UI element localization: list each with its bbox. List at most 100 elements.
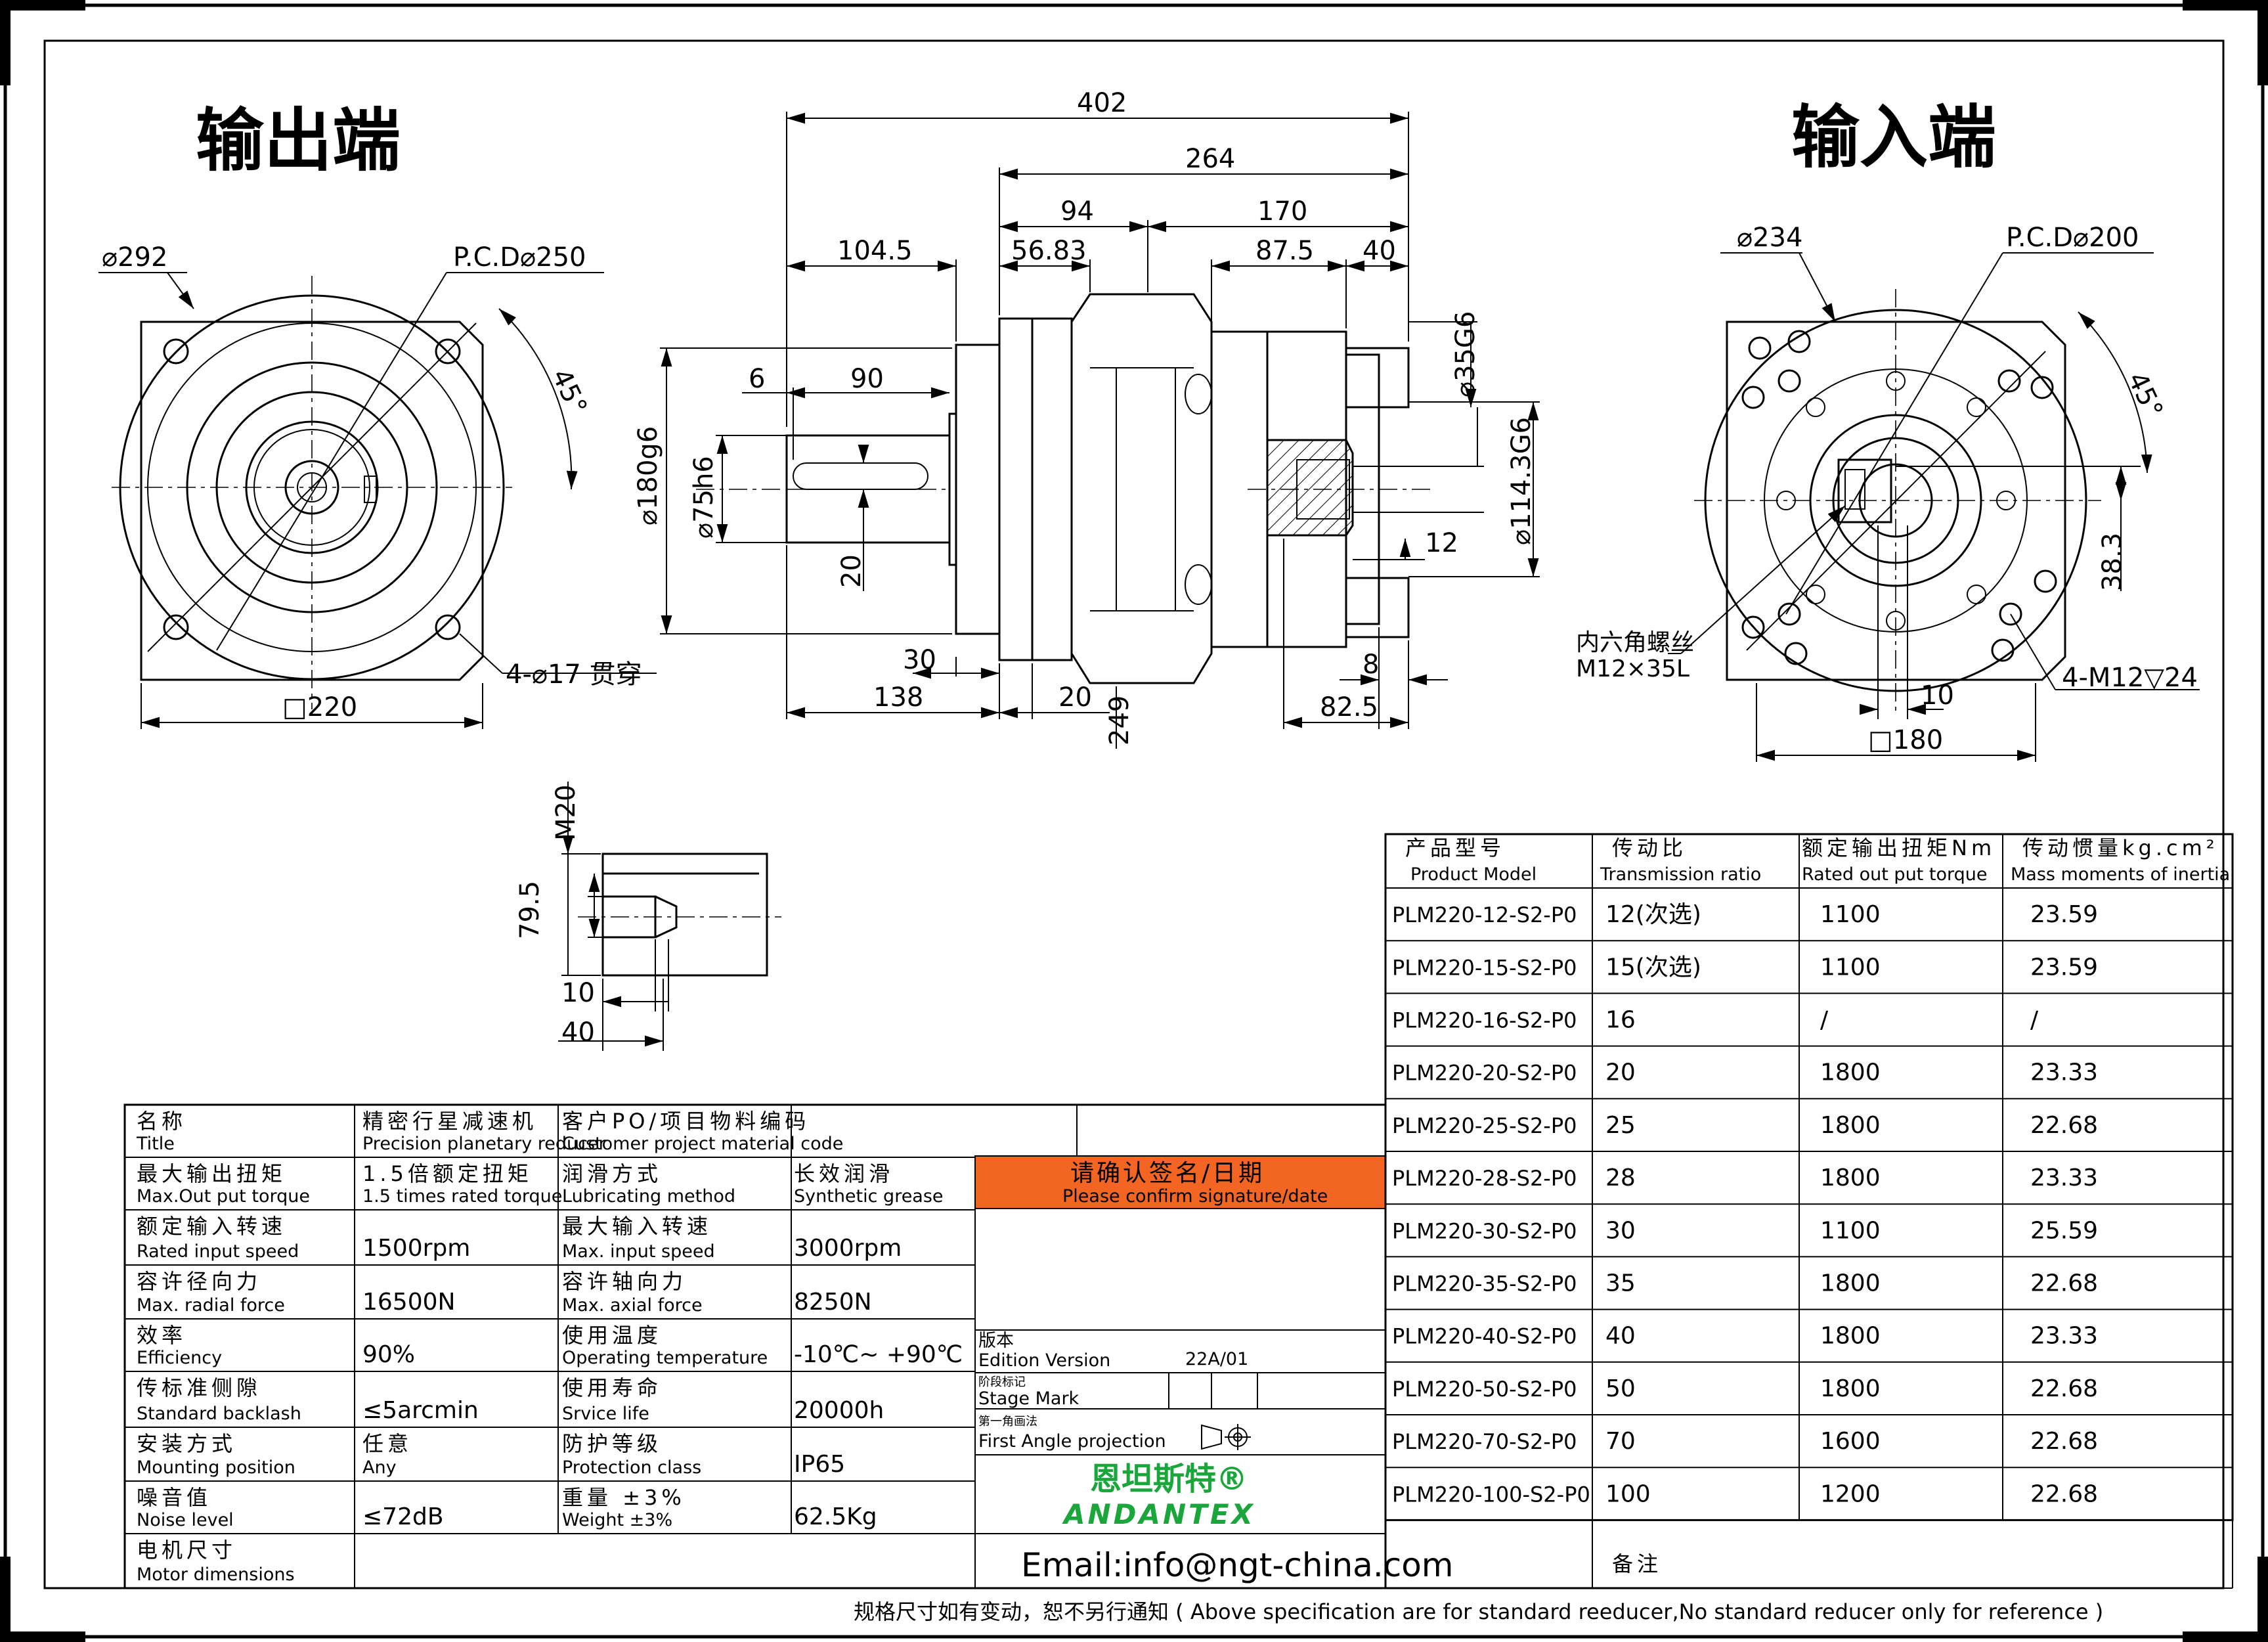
model-torque: 1800	[1820, 1112, 1881, 1139]
side-view: 402 264 94 170 104.5 56.83 87.5 40 90 6 …	[633, 88, 1540, 749]
spec-value2-en: Synthetic grease	[794, 1186, 944, 1207]
dim-90: 90	[850, 364, 884, 394]
model-name: PLM220-30-S2-P0	[1392, 1218, 1577, 1243]
model-inertia: 22.68	[2030, 1428, 2098, 1455]
dim-d180: ⌀180g6	[633, 426, 663, 525]
model-inertia: 23.59	[2030, 901, 2098, 928]
model-name: PLM220-20-S2-P0	[1392, 1061, 1577, 1086]
brand-en: ANDANTEX	[1062, 1498, 1255, 1530]
dim-170: 170	[1257, 196, 1307, 227]
model-torque: 1800	[1820, 1323, 1881, 1350]
detail-d79-5: 79.5	[515, 881, 545, 939]
output-end-view: ⌀292 P.C.D⌀250 45° 4-⌀17 贯穿 □220	[98, 242, 657, 729]
brand-cn: 恩坦斯特®	[1090, 1461, 1248, 1498]
model-ratio: 50	[1605, 1375, 1636, 1402]
model-name: PLM220-70-S2-P0	[1392, 1429, 1577, 1454]
model-torque: 1200	[1820, 1480, 1881, 1507]
model-header-cn: 传动比	[1612, 835, 1687, 860]
model-header-en: Mass moments of inertia	[2011, 864, 2230, 885]
dim-87-5: 87.5	[1255, 236, 1314, 266]
confirm-box	[974, 1155, 1386, 1209]
input-angle: 45°	[2122, 368, 2169, 423]
model-ratio: 20	[1605, 1059, 1636, 1086]
model-name: PLM220-15-S2-P0	[1392, 955, 1577, 980]
dim-56-83: 56.83	[1011, 236, 1087, 266]
spec-label-en: Motor dimensions	[137, 1564, 295, 1585]
spec-value-en: 1.5 times rated torque	[362, 1186, 562, 1207]
stage-cn: 阶段标记	[978, 1375, 1026, 1389]
dim-82-5: 82.5	[1320, 692, 1378, 722]
model-header-en: Product Model	[1410, 864, 1537, 885]
model-name: PLM220-35-S2-P0	[1392, 1272, 1577, 1297]
dim-6: 6	[749, 364, 765, 394]
model-name: PLM220-100-S2-P0	[1392, 1482, 1590, 1507]
model-inertia: 22.68	[2030, 1112, 2098, 1139]
dim-104-5: 104.5	[837, 236, 913, 266]
dim-264: 264	[1185, 144, 1235, 174]
spec-label-en: Max.Out put torque	[137, 1186, 310, 1207]
model-inertia: 22.68	[2030, 1270, 2098, 1297]
model-torque: 1100	[1820, 1217, 1881, 1244]
model-inertia: 22.68	[2030, 1375, 2098, 1402]
model-ratio: 25	[1605, 1112, 1636, 1139]
spec-label-en: Standard backlash	[137, 1404, 301, 1424]
model-inertia: 23.33	[2030, 1323, 2098, 1350]
spec-value-cn: 任意	[362, 1431, 412, 1456]
dim-138: 138	[873, 682, 923, 713]
model-ratio: 15(次选)	[1605, 954, 1701, 981]
footer-note: 规格尺寸如有变动，恕不另行通知 ( Above specification ar…	[854, 1599, 2103, 1624]
spec-label-cn: 效率	[137, 1323, 186, 1348]
output-pcd: P.C.D⌀250	[453, 242, 586, 273]
spec-label2-cn: 容许轴向力	[562, 1269, 687, 1294]
detail-thread: M20	[551, 785, 581, 841]
model-header-en: Transmission ratio	[1600, 864, 1761, 885]
model-ratio: 28	[1605, 1165, 1636, 1191]
detail-d40: 40	[561, 1017, 595, 1048]
model-name: PLM220-28-S2-P0	[1392, 1166, 1577, 1191]
model-ratio: 40	[1605, 1323, 1636, 1350]
spec-value2: IP65	[794, 1451, 845, 1478]
model-name: PLM220-25-S2-P0	[1392, 1113, 1577, 1138]
spec-label-en: Max. radial force	[137, 1295, 285, 1316]
input-end-title: 输入端	[1791, 97, 1996, 177]
model-ratio: 12(次选)	[1605, 901, 1701, 928]
dim-402: 402	[1077, 88, 1127, 118]
output-angle: 45°	[546, 365, 593, 420]
spec-value: 90%	[362, 1341, 415, 1368]
spec-label2-cn: 使用寿命	[562, 1375, 662, 1400]
spec-value-en: Any	[362, 1457, 397, 1478]
spec-label-en: Rated input speed	[137, 1241, 299, 1262]
model-torque: /	[1820, 1007, 1829, 1034]
spec-label-cn: 噪音值	[137, 1485, 211, 1510]
spec-label-cn: 最大输出扭矩	[137, 1161, 286, 1186]
input-hex-spec: M12×35L	[1576, 655, 1690, 682]
spec-label-en: Noise level	[137, 1510, 234, 1530]
stage-en: Stage Mark	[978, 1388, 1079, 1409]
model-name: PLM220-12-S2-P0	[1392, 902, 1577, 927]
model-inertia: 22.68	[2030, 1480, 2098, 1507]
model-header-en: Rated out put torque	[1802, 864, 1987, 885]
spec-value2: -10℃~ +90℃	[794, 1341, 963, 1368]
email: Email:info@ngt-china.com	[1021, 1546, 1454, 1584]
spec-label2-en: Max. input speed	[562, 1241, 715, 1262]
model-name: PLM220-50-S2-P0	[1392, 1377, 1577, 1402]
dim-20-flange: 20	[1058, 682, 1092, 713]
model-torque: 1800	[1820, 1165, 1881, 1191]
spec-value: 1500rpm	[362, 1235, 470, 1262]
model-name: PLM220-16-S2-P0	[1392, 1008, 1577, 1033]
dim-94: 94	[1060, 196, 1094, 227]
dim-249: 249	[1104, 696, 1135, 745]
spec-label-en: Efficiency	[137, 1348, 222, 1368]
detail-d10: 10	[561, 978, 595, 1008]
spec-value2: 20000h	[794, 1397, 884, 1424]
spec-label-cn: 名称	[137, 1109, 186, 1134]
model-ratio: 16	[1605, 1007, 1636, 1034]
first-angle-projection-icon	[1201, 1424, 1251, 1450]
edition-block: 版本 Edition Version 22A/01 阶段标记 Stage Mar…	[975, 1329, 1385, 1530]
dim-d35: ⌀35G6	[1450, 311, 1481, 397]
spec-label2-cn: 使用温度	[562, 1323, 662, 1348]
spec-label-en: Title	[136, 1134, 175, 1154]
spec-label-en: Mounting position	[137, 1457, 295, 1478]
